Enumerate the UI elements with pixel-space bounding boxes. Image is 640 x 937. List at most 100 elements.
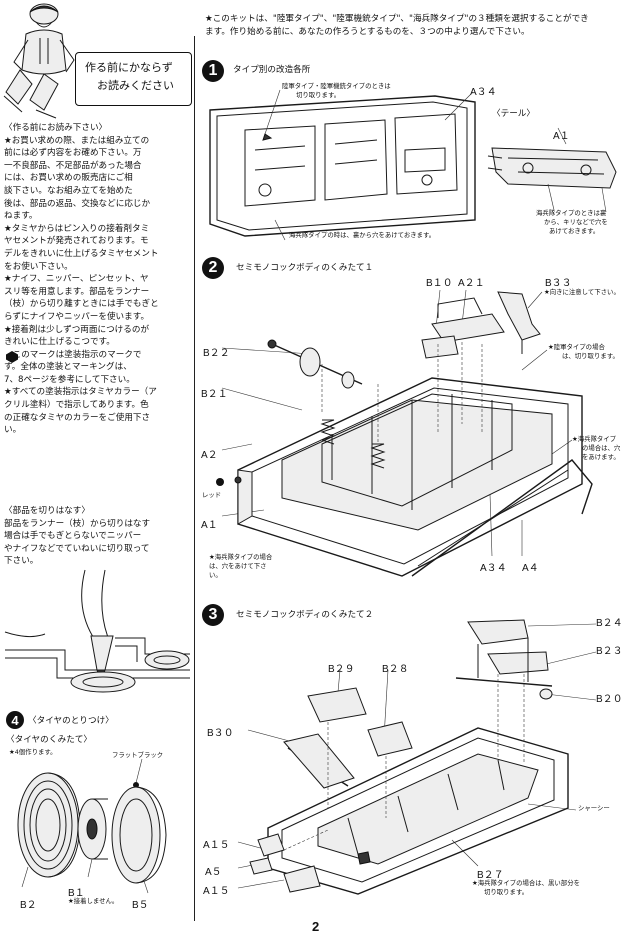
step-4-note: ★4個作ります。	[9, 748, 57, 756]
step-2-part-a2: A２	[201, 450, 218, 461]
cut-parts-body: 部品をランナー（枝）から切りはなす場合は手でもぎとらないでニッパーやナイフなどで…	[4, 518, 190, 568]
body-line: ★接着剤は少しずつ両面につけるのが	[4, 324, 150, 335]
body-line: らずにナイフやニッパーを使います。	[4, 311, 150, 322]
step-1-badge: 1	[202, 60, 224, 82]
step-2-note-marine-l1: ★海兵隊タイプの場合	[209, 553, 273, 561]
body-line: 部品をランナー（枝）から切りはなす	[4, 518, 151, 529]
step-4-subtitle: 〈タイヤのくみたて〉	[6, 735, 93, 745]
step-1-title: タイプ別の改造各所	[233, 65, 311, 75]
step-3-part-b30: B３０	[207, 728, 234, 739]
cut-parts-heading: 〈部品を切りはなす〉	[4, 506, 90, 516]
cutting-runner-illustration	[4, 569, 190, 693]
step-2-part-b21: B２１	[201, 389, 228, 400]
step-2-note-marine-r1: ★海兵隊タイプ	[572, 435, 617, 443]
page-number: 2	[312, 919, 320, 934]
step-2-note-b33: ★向きに注意して下さい。	[544, 288, 620, 296]
read-first-section: 〈作る前にお読み下さい〉 ★お買い求めの際、または組み立ての前には必ず内容をお確…	[4, 122, 190, 437]
step-1-tail-label: 〈テール〉	[492, 109, 535, 119]
body-line: す。全体の塗装とマーキングは、	[4, 362, 132, 373]
body-line: 後は、部品の返品、交換などに応じか	[4, 198, 151, 209]
banner-line-2: お読みください	[97, 79, 174, 92]
step-3-part-b23: B２３	[596, 646, 623, 657]
step-2-note-marine-l3: い。	[209, 571, 222, 579]
step-2-title: セミモノコックボディのくみたて１	[236, 263, 374, 273]
body-line: ねます。	[4, 211, 38, 222]
step-4-title: 〈タイヤのとりつけ〉	[28, 716, 114, 726]
step-4-badge: 4	[6, 711, 24, 729]
body-line: ★すべての塗装指示はタミヤカラー（ア	[4, 387, 157, 398]
body-line: ★ナイフ、ニッパー、ピンセット、ヤ	[4, 274, 149, 285]
step-2-note-army-1: ★陸軍タイプの場合	[548, 343, 605, 351]
step-3-note-marine-2: 切り取ります。	[484, 888, 529, 896]
step-2-note-marine-r3: をあけます。	[582, 453, 620, 461]
step-2-part-b22: B２２	[203, 348, 230, 359]
step-2-part-a4: A４	[522, 563, 539, 574]
column-divider	[194, 36, 195, 921]
step-3-part-b28: B２８	[382, 664, 409, 675]
step-2-note-marine-r2: の場合は、穴	[582, 444, 621, 452]
body-line: の正確なタミヤのカラーをご使用下さ	[4, 412, 151, 423]
read-first-heading: 〈作る前にお読み下さい〉	[4, 123, 108, 133]
step-1-note-right-1: 海兵隊タイプのときは裏	[536, 209, 607, 217]
step-1-floor-panel-drawing	[209, 89, 476, 241]
body-line: きれいに仕上げるこつです。	[4, 337, 115, 348]
cut-parts-section: 〈部品を切りはなす〉 部品をランナー（枝）から切りはなす場合は手でもぎとらないで…	[4, 505, 190, 568]
paint-mark-icon	[6, 351, 18, 363]
body-line: デルをきれいに仕上げるタミヤセメント	[4, 248, 159, 259]
step-3-title: セミモノコックボディのくみたて２	[236, 610, 374, 620]
step-2-note-marine-l2: は、穴をあけて下さ	[209, 562, 267, 570]
step-3-note-marine-1: ★海兵隊タイプの場合は、黒い部分を	[472, 879, 580, 887]
tire-assembly-illustration	[17, 758, 167, 894]
step-2-part-a1: A１	[201, 520, 218, 531]
step-3-part-b24: B２４	[596, 618, 623, 629]
body-line: 場合は手でもぎとらないでニッパー	[4, 531, 142, 542]
part-b1: B１	[68, 888, 85, 899]
part-b5: B５	[132, 900, 149, 911]
body-line: ヤセメントが発売されております。モ	[4, 236, 149, 247]
step-2-part-a34: A３４	[480, 563, 507, 574]
body-line: ★タミヤからはピン入りの接着剤タミ	[4, 223, 150, 234]
step-1-note-right-3: あけておきます。	[549, 227, 600, 235]
step-2-note-army-2: は、切り取ります。	[562, 352, 619, 360]
body-line: をお使い下さい。	[4, 261, 73, 272]
step-1-note-bottom: 海兵隊タイプの時は、裏から穴をあけておきます。	[289, 231, 436, 239]
step-3-chassis-assembly-drawing	[237, 619, 597, 895]
body-line: やナイフなどでていねいに切り取って	[4, 543, 150, 554]
step-3-chassis-label: シャーシー	[578, 804, 610, 812]
step-2-part-a21: A２１	[458, 278, 485, 289]
step-1-tail-drawing	[487, 127, 617, 213]
body-line: 7、8ページを参考にして下さい。	[4, 374, 135, 385]
body-line: 一不良部品、不足部品があった場合	[4, 160, 142, 171]
body-line: い。	[4, 425, 22, 436]
body-line: クリル塗料）で指示してあります。色	[4, 400, 149, 411]
body-line: このマークは塗装指示のマークで	[4, 349, 142, 360]
body-line: には、お買い求めの販売店にご相	[4, 173, 133, 184]
step-3-part-a15-a: A１５	[203, 840, 230, 851]
body-line: 下さい。	[4, 556, 39, 567]
intro-line-2: ます。作り始める前に、あなたの作ろうとするものを、３つの中より選んで下さい。	[205, 27, 530, 37]
step-1-part-a1: A１	[553, 131, 570, 142]
body-line: （枝）から切り離すときには手でもぎと	[4, 299, 159, 310]
read-before-banner	[75, 52, 192, 106]
b1-note: ★接着しません。	[68, 897, 119, 905]
step-2-part-b10: B１０	[426, 278, 453, 289]
step-2-badge: 2	[202, 257, 224, 279]
body-line: 前には必ず内容をお確め下さい。万	[4, 148, 142, 159]
step-2-red-label: レッド	[202, 491, 222, 499]
part-b2: B２	[20, 900, 37, 911]
step-1-part-a34: A３４	[470, 87, 497, 98]
step-1-note-top-2: 切り取ります。	[296, 91, 341, 99]
step-1-note-right-2: から、キリなどで穴を	[544, 218, 608, 226]
step-3-part-a5: A５	[205, 867, 222, 878]
seated-soldier-illustration	[3, 3, 75, 119]
banner-line-1: 作る前にかならず	[85, 61, 173, 74]
step-3-part-b29: B２９	[328, 664, 355, 675]
body-line: スリ等を用意します。部品をランナー	[4, 286, 150, 297]
step-3-part-b27: B２７	[477, 870, 504, 881]
step-3-badge: 3	[202, 604, 224, 626]
step-3-part-b20: B２０	[596, 694, 623, 705]
body-line: 談下さい。なお組み立てを始めた	[4, 185, 133, 196]
step-2-part-b33: B３３	[545, 278, 572, 289]
read-first-body: ★お買い求めの際、または組み立ての前には必ず内容をお確め下さい。万一不良部品、不…	[4, 135, 190, 437]
step-3-part-a15-b: A１５	[203, 886, 230, 897]
